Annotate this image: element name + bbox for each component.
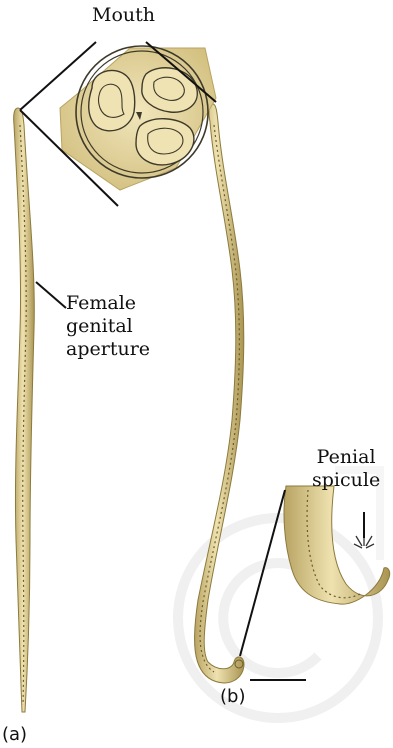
lip-dorsal (89, 70, 135, 130)
label-b: (b) (220, 686, 245, 707)
label-mouth: Mouth (92, 4, 155, 27)
lip-subventral-left (136, 119, 194, 165)
genital-aperture-pointer (36, 282, 66, 308)
mouth-enlargement (60, 46, 216, 190)
label-penial-spicule: Penial spicule (312, 446, 380, 492)
label-a: (a) (2, 724, 27, 745)
male-worm (195, 104, 244, 683)
female-worm (14, 108, 35, 712)
label-female-genital-aperture: Female genital aperture (66, 292, 150, 361)
